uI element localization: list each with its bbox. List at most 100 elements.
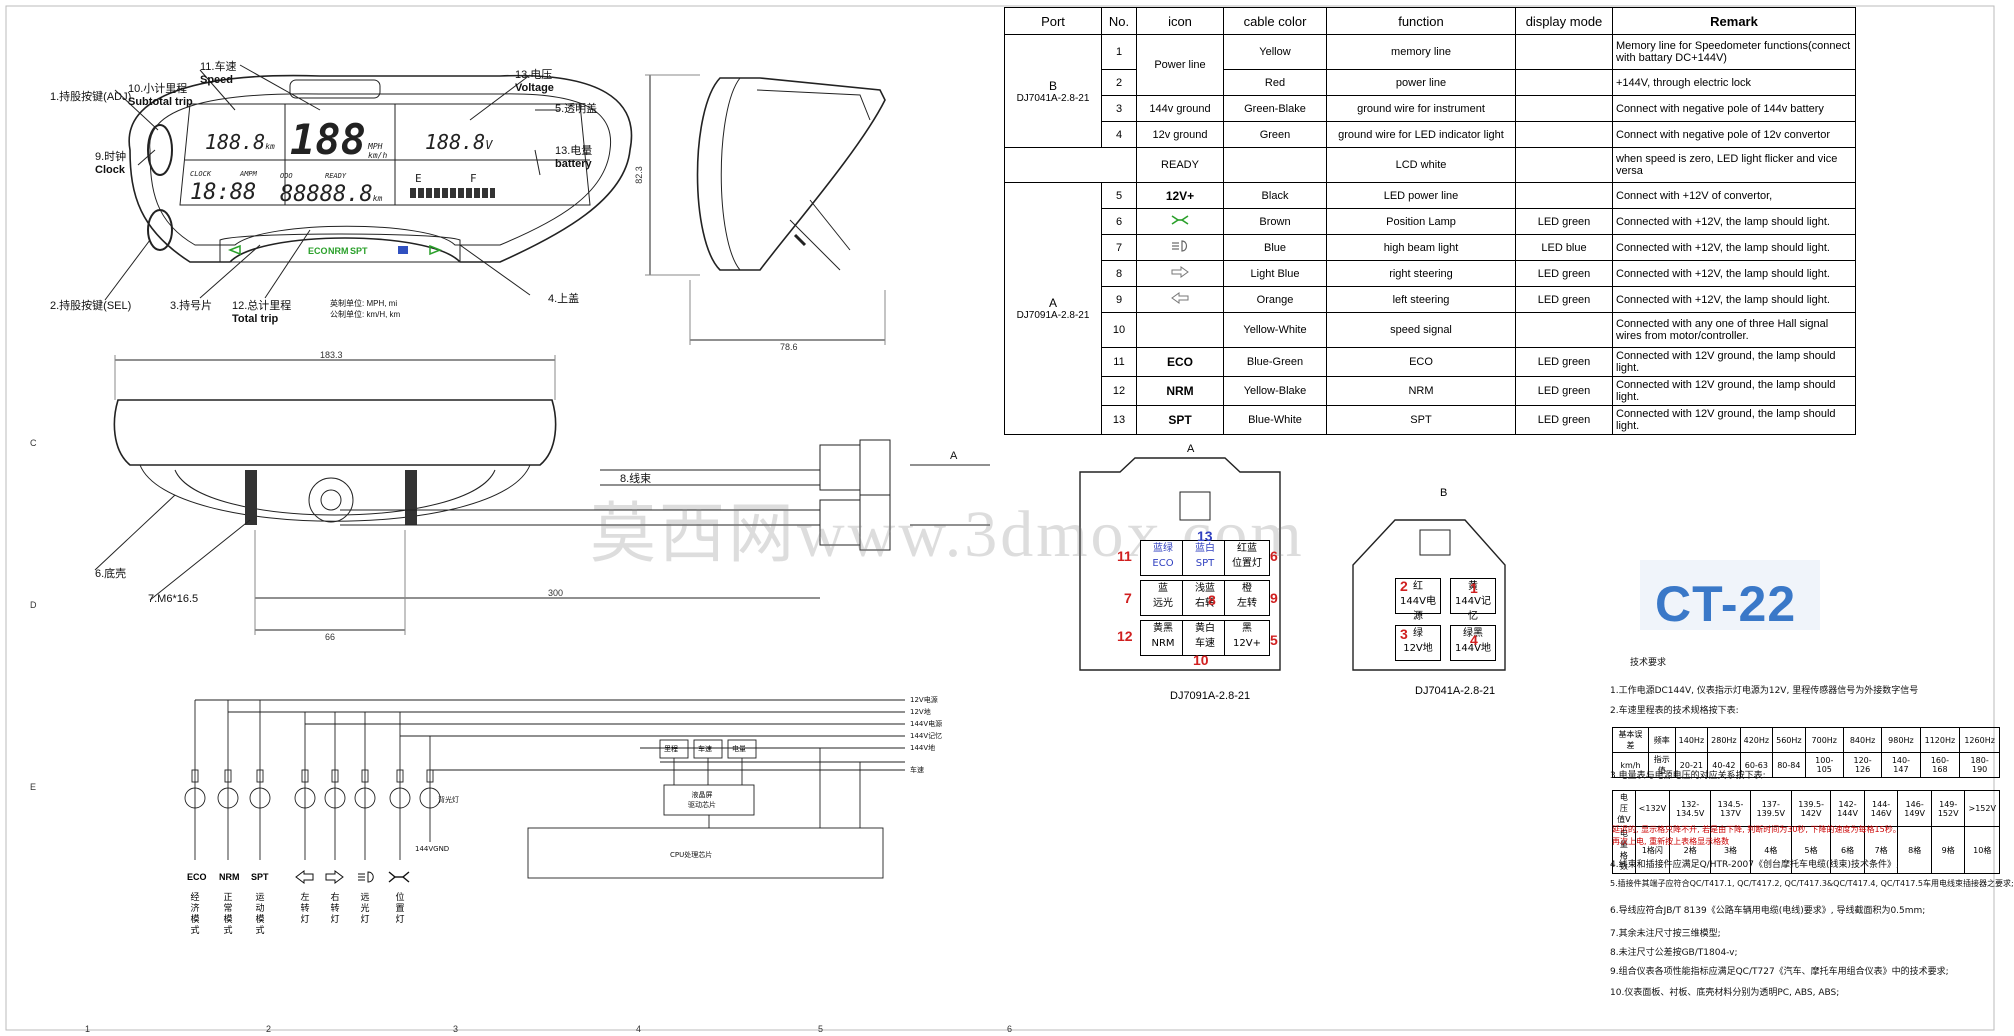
table-row: 10 Yellow-White speed signal Connected w… [1005, 312, 1856, 348]
cell-function: Position Lamp [1326, 208, 1516, 235]
cell-remark: Connected with +12V, the lamp should lig… [1612, 234, 1856, 261]
pin-8: 浅蓝右转 [1182, 580, 1228, 616]
cell-mode [1515, 34, 1613, 70]
cell-empty [1515, 147, 1613, 183]
label-arrow-a: A [950, 450, 958, 462]
connector-b-title: B [1440, 487, 1448, 499]
dim-base: 66 [325, 632, 336, 642]
schematic-nrm: NRM [219, 872, 240, 882]
cell-no: 2 [1101, 69, 1137, 96]
label-upper-cover: 4.上盖 [548, 293, 580, 305]
cell-remark: when speed is zero, LED light flicker an… [1612, 147, 1856, 183]
table-cell: 420Hz [1739, 727, 1774, 753]
gnd-label: 144VGND [415, 845, 450, 853]
table-cell: 3格 [1710, 826, 1751, 874]
connector-a-code: DJ7091A-2.8-21 [1170, 690, 1251, 702]
wiring-table: Port No. icon cable color function displ… [1004, 7, 1856, 435]
label-base-shell: 6.底壳 [95, 568, 127, 580]
table-row: 3 144v ground Green-Blake ground wire fo… [1005, 95, 1856, 122]
dim-height: 82.3 [633, 166, 644, 184]
cell-color: Red [1223, 69, 1327, 96]
cell-remark: Connect with negative pole of 144v batte… [1612, 95, 1856, 122]
cell-remark: Connected with 12V ground, the lamp shou… [1612, 405, 1856, 435]
left-arrow-icon [1136, 286, 1224, 313]
cell-empty [1004, 147, 1137, 183]
table-cell: 160-168 [1919, 752, 1961, 778]
caption-right: 右转灯 [330, 893, 340, 925]
table-cell: 频率 [1647, 727, 1676, 753]
high-beam-icon [358, 871, 374, 883]
tech-item: 6.导线应符合JB/T 8139《公路车辆用电缆(电线)要求》, 导线截面积为0… [1610, 906, 1926, 916]
rail-label: 车速 [910, 766, 924, 774]
cell-color: Brown [1223, 208, 1327, 235]
tech-item: 3.电量表与电源电压的对应关系按下表: [1610, 771, 1766, 781]
cell-color: Yellow [1223, 34, 1327, 70]
cell-mode [1515, 69, 1613, 96]
label-wire: 8.线束 [620, 473, 652, 485]
dim-cable: 300 [548, 588, 564, 598]
cell-remark: Connected with 12V ground, the lamp shou… [1612, 347, 1856, 377]
table-cell: 280Hz [1707, 727, 1741, 753]
dim-depth: 78.6 [780, 342, 798, 352]
cell-no: 9 [1101, 286, 1137, 313]
table-cell: 5格 [1790, 826, 1832, 874]
connector-b-code: DJ7041A-2.8-21 [1415, 685, 1496, 697]
pin-number: 5 [1270, 632, 1278, 648]
pin-number: 1 [1470, 580, 1478, 596]
table-row-ready: READY LCD white when speed is zero, LED … [1004, 147, 1856, 183]
pin-number: 12 [1117, 628, 1133, 644]
frame-row: E [30, 782, 37, 792]
table-cell: 134.5-137V [1710, 790, 1751, 827]
table-cell: 140Hz [1674, 727, 1709, 753]
lcd-odo-tag: ODO [280, 172, 293, 180]
rail-label: 12V地 [910, 708, 931, 716]
cell-function: ground wire for LED indicator light [1326, 121, 1516, 148]
red-note: 延迟的, 显示格只降不升, 若是由下降, 判断时间为30秒, 下降的速度为每格1… [1612, 825, 1901, 834]
cell-color: Orange [1223, 286, 1327, 313]
cell-remark: Memory line for Speedometer functions(co… [1612, 34, 1856, 70]
lcd-battery-bars [410, 188, 495, 198]
cell-function: high beam light [1326, 234, 1516, 261]
cell-function: LCD white [1326, 147, 1516, 183]
cell-no: 5 [1101, 182, 1137, 209]
tech-title: 技术要求 [1630, 658, 1667, 668]
table-cell: 700Hz [1804, 727, 1844, 753]
cell-function: NRM [1326, 376, 1516, 406]
cell-function: speed signal [1326, 312, 1516, 348]
cell-function: LED power line [1326, 182, 1516, 209]
cell-empty [1223, 147, 1327, 183]
cell-remark: Connected with +12V, the lamp should lig… [1612, 260, 1856, 287]
box-label: 电量 [732, 745, 746, 753]
cpu-label: CPU处理芯片 [670, 851, 713, 859]
table-cell: 144-146V [1863, 790, 1899, 827]
th-mode: display mode [1515, 7, 1613, 35]
cell-mode: LED blue [1515, 234, 1613, 261]
table-row: 12 NRM Yellow-Blake NRM LED green Connec… [1005, 376, 1856, 406]
cell-color: Blue-White [1223, 405, 1327, 435]
pin-7: 蓝远光 [1140, 580, 1186, 616]
position-lamp-icon [388, 871, 410, 883]
cell-function: SPT [1326, 405, 1516, 435]
cell-remark: Connected with any one of three Hall sig… [1612, 312, 1856, 348]
label-sel: 2.持股按键(SEL) [50, 300, 132, 312]
table-cell: 10格 [1964, 826, 2000, 874]
cell-function: memory line [1326, 34, 1516, 70]
tech-item: 7.其余未注尺寸按三维模型; [1610, 929, 1721, 939]
cell-no: 4 [1101, 121, 1137, 148]
table-cell: 1260Hz [1959, 727, 2000, 753]
frame-col: 2 [266, 1024, 272, 1034]
table-row: 11 ECO Blue-Green ECO LED green Connecte… [1005, 347, 1856, 377]
table-row: 7 Blue high beam light LED blue Connecte… [1005, 234, 1856, 261]
table-cell: 基本误差 [1612, 727, 1649, 753]
